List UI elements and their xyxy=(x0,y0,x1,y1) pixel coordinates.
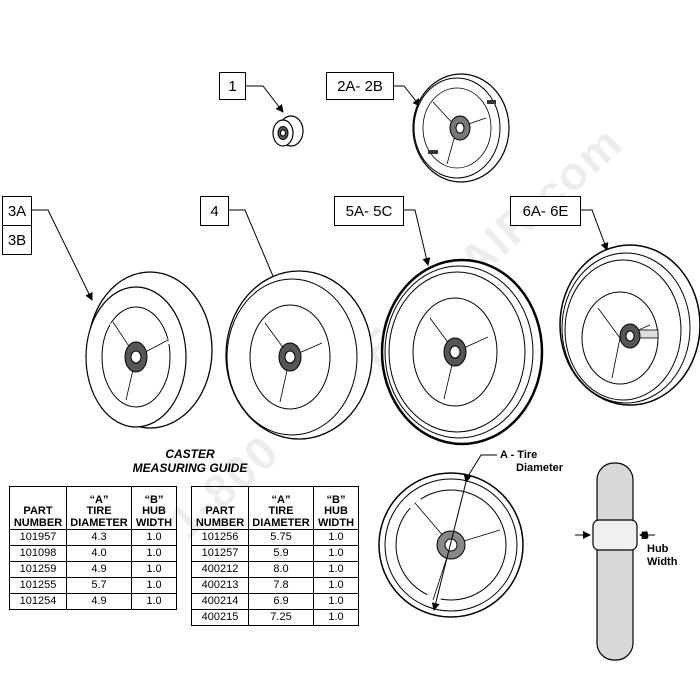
table-header-row: PART NUMBER “A” TIRE DIAMETER “B” HUB WI… xyxy=(9,486,177,530)
tire-diameter-label: A - Tire Diameter xyxy=(500,449,563,475)
table-row: 101254 4.9 1.0 xyxy=(9,593,177,610)
cell-tire-diameter: 4.0 xyxy=(66,545,132,562)
cell-part-number: 101257 xyxy=(191,545,249,562)
callout-1: 1 xyxy=(219,72,246,100)
callout-4: 4 xyxy=(200,196,229,226)
callout-3a: 3A xyxy=(2,196,32,226)
cell-tire-diameter: 7.8 xyxy=(248,577,314,594)
tire-diameter-wheel xyxy=(378,472,524,618)
leader-lines xyxy=(31,85,609,487)
header-part-number: PART NUMBER xyxy=(9,486,67,530)
hub-width-label-line1: B xyxy=(641,530,649,542)
table-row: 400214 6.9 1.0 xyxy=(191,593,359,610)
guide-title-line2: MEASURING GUIDE xyxy=(132,461,248,475)
cell-hub-width: 1.0 xyxy=(313,577,359,594)
cell-part-number: 400213 xyxy=(191,577,249,594)
caster-6-part xyxy=(559,244,700,406)
cell-part-number: 400215 xyxy=(191,609,249,626)
table-row: 400213 7.8 1.0 xyxy=(191,577,359,594)
cell-hub-width: 1.0 xyxy=(131,545,177,562)
header-hub-width: “B” HUB WIDTH xyxy=(313,486,359,530)
header-part-number: PART NUMBER xyxy=(191,486,249,530)
cell-hub-width: 1.0 xyxy=(131,577,177,594)
header-tire-diameter: “A” TIRE DIAMETER xyxy=(66,486,132,530)
callout-5a-5c: 5A- 5C xyxy=(334,196,404,226)
hub-width-label: B Hub Width xyxy=(641,530,677,569)
cell-tire-diameter: 7.25 xyxy=(248,609,314,626)
caster-4-part xyxy=(225,270,373,440)
table-row: 400215 7.25 1.0 xyxy=(191,609,359,626)
hub-width-label-line2: Hub xyxy=(647,543,669,555)
caster-3-part xyxy=(85,271,213,429)
table-row: 400212 8.0 1.0 xyxy=(191,561,359,578)
caster-5-part xyxy=(380,258,544,446)
cell-hub-width: 1.0 xyxy=(313,529,359,546)
cell-tire-diameter: 4.3 xyxy=(66,529,132,546)
cell-hub-width: 1.0 xyxy=(313,561,359,578)
callout-6a-6e: 6A- 6E xyxy=(510,196,581,226)
cell-hub-width: 1.0 xyxy=(313,609,359,626)
tire-diameter-label-line2: Diameter xyxy=(516,462,564,474)
table-row: 101256 5.75 1.0 xyxy=(191,529,359,546)
table-row: 101098 4.0 1.0 xyxy=(9,545,177,562)
hub-width-label-line3: Width xyxy=(647,556,678,568)
header-hub-width: “B” HUB WIDTH xyxy=(131,486,177,530)
cell-part-number: 400212 xyxy=(191,561,249,578)
header-tire-diameter: “A” TIRE DIAMETER xyxy=(248,486,314,530)
callout-3b: 3B xyxy=(2,225,32,255)
hub-wheel-part xyxy=(412,73,510,183)
measuring-guide-title: CASTER MEASURING GUIDE xyxy=(115,447,265,475)
table-row: 101257 5.9 1.0 xyxy=(191,545,359,562)
guide-title-line1: CASTER xyxy=(165,447,215,461)
cell-tire-diameter: 8.0 xyxy=(248,561,314,578)
cell-part-number: 101254 xyxy=(9,593,67,610)
table-row: 101255 5.7 1.0 xyxy=(9,577,177,594)
cell-tire-diameter: 4.9 xyxy=(66,593,132,610)
cell-part-number: 101098 xyxy=(9,545,67,562)
cell-hub-width: 1.0 xyxy=(131,529,177,546)
cell-tire-diameter: 4.9 xyxy=(66,561,132,578)
cell-tire-diameter: 5.75 xyxy=(248,529,314,546)
table-header-row: PART NUMBER “A” TIRE DIAMETER “B” HUB WI… xyxy=(191,486,359,530)
cell-hub-width: 1.0 xyxy=(313,545,359,562)
cell-tire-diameter: 5.7 xyxy=(66,577,132,594)
callout-2a-2b: 2A- 2B xyxy=(326,72,394,100)
caster-spec-table-right: PART NUMBER “A” TIRE DIAMETER “B” HUB WI… xyxy=(191,486,359,626)
cell-hub-width: 1.0 xyxy=(131,561,177,578)
table-row: 101259 4.9 1.0 xyxy=(9,561,177,578)
cell-tire-diameter: 5.9 xyxy=(248,545,314,562)
cell-hub-width: 1.0 xyxy=(131,593,177,610)
cell-part-number: 101957 xyxy=(9,529,67,546)
cell-part-number: 400214 xyxy=(191,593,249,610)
cell-tire-diameter: 6.9 xyxy=(248,593,314,610)
tire-diameter-label-line1: A - Tire xyxy=(500,449,538,461)
cell-part-number: 101255 xyxy=(9,577,67,594)
cell-hub-width: 1.0 xyxy=(313,593,359,610)
table-row: 101957 4.3 1.0 xyxy=(9,529,177,546)
cell-part-number: 101256 xyxy=(191,529,249,546)
bearing-part xyxy=(272,115,304,147)
cell-part-number: 101259 xyxy=(9,561,67,578)
caster-spec-table-left: PART NUMBER “A” TIRE DIAMETER “B” HUB WI… xyxy=(9,486,177,610)
hub-width-wheel xyxy=(575,462,655,661)
